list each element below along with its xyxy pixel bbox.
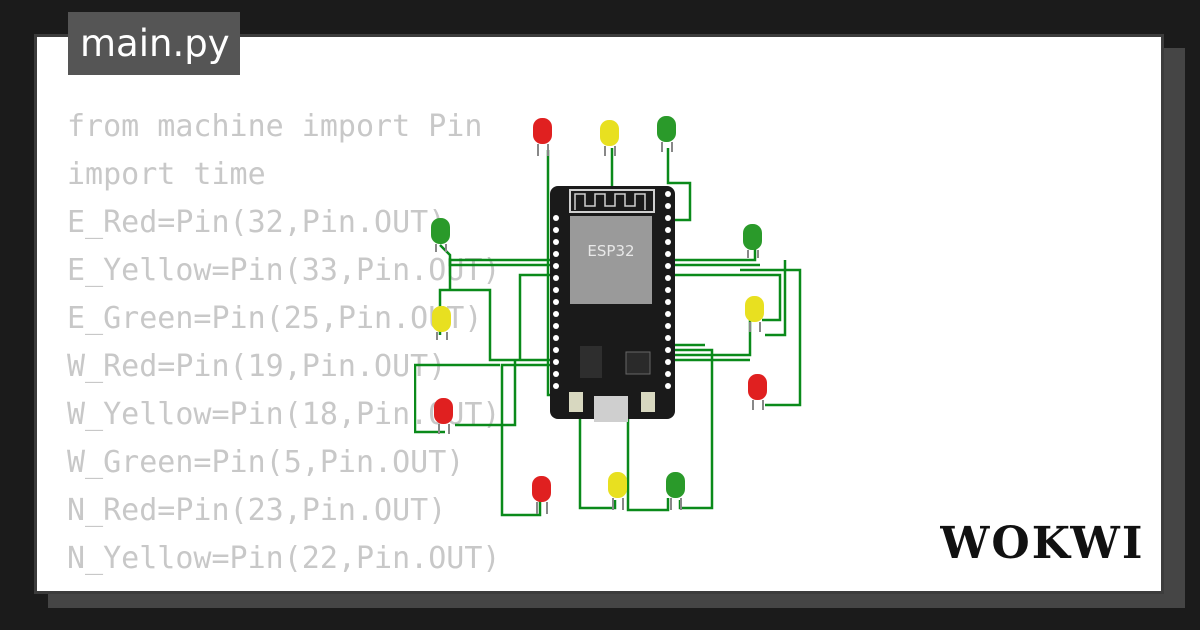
wire	[740, 268, 802, 407]
wire	[414, 363, 500, 434]
code-line: E_Red=Pin(32,Pin.OUT)	[67, 205, 447, 240]
esp32-board: ESP32	[550, 186, 675, 422]
led-yellow	[600, 120, 619, 156]
led-yellow	[432, 306, 451, 340]
wire	[666, 148, 692, 222]
wire	[518, 273, 782, 360]
code-line: from machine import Pin	[67, 109, 483, 144]
code-line: W_Yellow=Pin(18,Pin.OUT)	[67, 397, 501, 432]
led-green	[666, 472, 685, 510]
file-tab[interactable]: main.py	[68, 12, 240, 75]
code-line: E_Green=Pin(25,Pin.OUT)	[67, 301, 483, 336]
code-line: N_Yellow=Pin(22,Pin.OUT)	[67, 541, 501, 576]
code-line: W_Red=Pin(19,Pin.OUT)	[67, 349, 447, 384]
usb-port	[594, 396, 628, 422]
led-red	[533, 118, 552, 156]
led-green	[743, 224, 762, 258]
led-green	[657, 116, 676, 152]
wire	[765, 260, 787, 337]
wire	[500, 363, 560, 517]
code-line: W_Green=Pin(5,Pin.OUT)	[67, 445, 465, 480]
led-red	[532, 476, 551, 514]
chip	[570, 216, 652, 304]
code-line: E_Yellow=Pin(33,Pin.OUT)	[67, 253, 501, 288]
wire	[455, 360, 517, 427]
code-line: import time	[67, 157, 266, 192]
circuit-diagram: ESP32	[414, 116, 802, 517]
code-line: N_Green=Pin(21,Pin.OUT)	[67, 583, 500, 591]
chip-label: ESP32	[587, 242, 634, 260]
code-line: N_Red=Pin(23,Pin.OUT)	[67, 493, 447, 528]
leds	[431, 116, 767, 514]
led-yellow	[745, 296, 764, 332]
led-green	[431, 218, 450, 252]
led-red	[434, 398, 453, 434]
led-yellow	[608, 472, 627, 510]
led-red	[748, 374, 767, 410]
wokwi-logo: WOKWI	[940, 518, 1144, 569]
svg-text:WOKWI: WOKWI	[940, 518, 1144, 569]
